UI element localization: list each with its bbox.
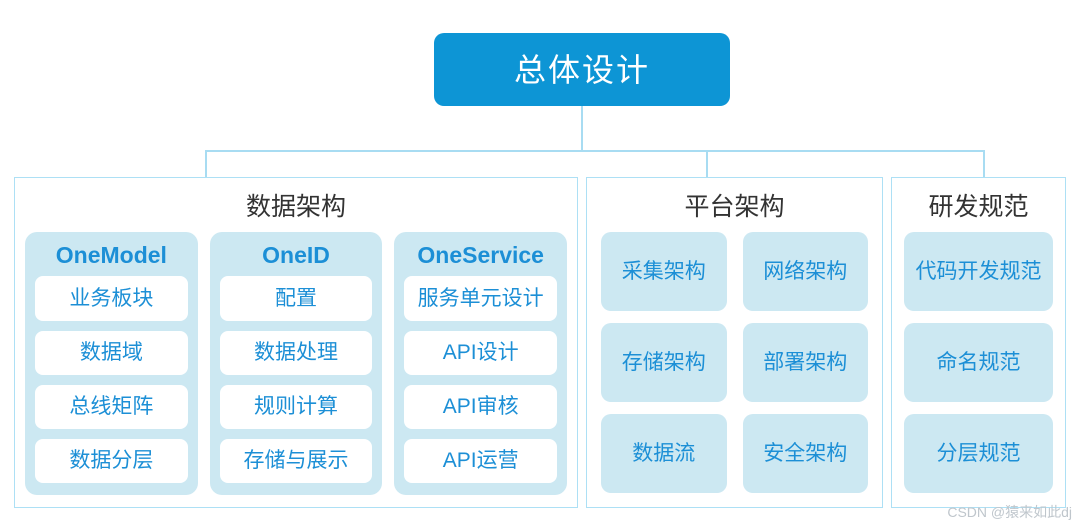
connector-drop-dev-spec (983, 150, 985, 178)
leaf-platform-3[interactable]: 存储架构 (601, 323, 727, 402)
panel-body-dev-spec: 代码开发规范 命名规范 分层规范 (892, 232, 1065, 507)
panel-body-data-architecture: OneModel 业务板块 数据域 总线矩阵 数据分层 OneID 配置 数据处… (15, 232, 577, 507)
leaf-onemodel-2[interactable]: 数据域 (35, 330, 188, 375)
group-oneid: OneID 配置 数据处理 规则计算 存储与展示 (209, 232, 383, 495)
group-title-onemodel: OneModel (55, 242, 167, 268)
panel-data-architecture: 数据架构 OneModel 业务板块 数据域 总线矩阵 数据分层 OneID 配… (14, 177, 578, 508)
group-oneservice: OneService 服务单元设计 API设计 API审核 API运营 (394, 232, 568, 495)
platform-items-grid: 采集架构 网络架构 存储架构 部署架构 数据流 安全架构 (601, 232, 868, 493)
root-node-overall-design[interactable]: 总体设计 (434, 33, 730, 106)
connector-drop-data-architecture (205, 150, 207, 178)
dev-spec-items-grid: 代码开发规范 命名规范 分层规范 (904, 232, 1053, 493)
panel-title-data-architecture: 数据架构 (245, 193, 346, 221)
leaf-oneservice-4[interactable]: API运营 (404, 438, 558, 483)
leaf-oneservice-1[interactable]: 服务单元设计 (404, 276, 558, 321)
connector-drop-platform-architecture (706, 150, 708, 178)
leaf-onemodel-1[interactable]: 业务板块 (35, 276, 188, 321)
leaf-oneservice-3[interactable]: API审核 (404, 384, 558, 429)
panel-body-platform-architecture: 采集架构 网络架构 存储架构 部署架构 数据流 安全架构 (587, 232, 882, 507)
leaf-oneid-3[interactable]: 规则计算 (219, 384, 373, 429)
root-node-label: 总体设计 (513, 51, 650, 88)
watermark-text: CSDN @猿来如此dj (947, 504, 1072, 520)
leaf-platform-6[interactable]: 安全架构 (742, 414, 868, 493)
group-items-oneservice: 服务单元设计 API设计 API审核 API运营 (404, 276, 558, 483)
leaf-oneservice-2[interactable]: API设计 (404, 330, 558, 375)
panel-title-dev-spec: 研发规范 (928, 193, 1029, 221)
leaf-platform-5[interactable]: 数据流 (601, 414, 727, 493)
leaf-oneid-4[interactable]: 存储与展示 (219, 438, 373, 483)
group-title-oneservice: OneService (417, 242, 544, 268)
panel-title-platform-architecture: 平台架构 (684, 193, 785, 221)
group-title-oneid: OneID (262, 242, 330, 268)
group-items-oneid: 配置 数据处理 规则计算 存储与展示 (219, 276, 373, 483)
leaf-dev-spec-2[interactable]: 命名规范 (904, 323, 1053, 402)
leaf-onemodel-4[interactable]: 数据分层 (35, 438, 188, 483)
leaf-dev-spec-3[interactable]: 分层规范 (904, 414, 1053, 493)
panel-platform-architecture: 平台架构 采集架构 网络架构 存储架构 部署架构 数据流 安全架构 (586, 177, 883, 508)
group-items-onemodel: 业务板块 数据域 总线矩阵 数据分层 (35, 276, 188, 483)
panel-dev-spec: 研发规范 代码开发规范 命名规范 分层规范 (891, 177, 1066, 508)
group-onemodel: OneModel 业务板块 数据域 总线矩阵 数据分层 (25, 232, 198, 495)
connector-horizontal-bus (205, 150, 985, 152)
leaf-platform-2[interactable]: 网络架构 (742, 232, 868, 311)
leaf-oneid-1[interactable]: 配置 (219, 276, 373, 321)
connector-root-vertical (581, 106, 583, 151)
leaf-onemodel-3[interactable]: 总线矩阵 (35, 384, 188, 429)
leaf-oneid-2[interactable]: 数据处理 (219, 330, 373, 375)
leaf-dev-spec-1[interactable]: 代码开发规范 (904, 232, 1053, 311)
leaf-platform-4[interactable]: 部署架构 (742, 323, 868, 402)
leaf-platform-1[interactable]: 采集架构 (601, 232, 727, 311)
